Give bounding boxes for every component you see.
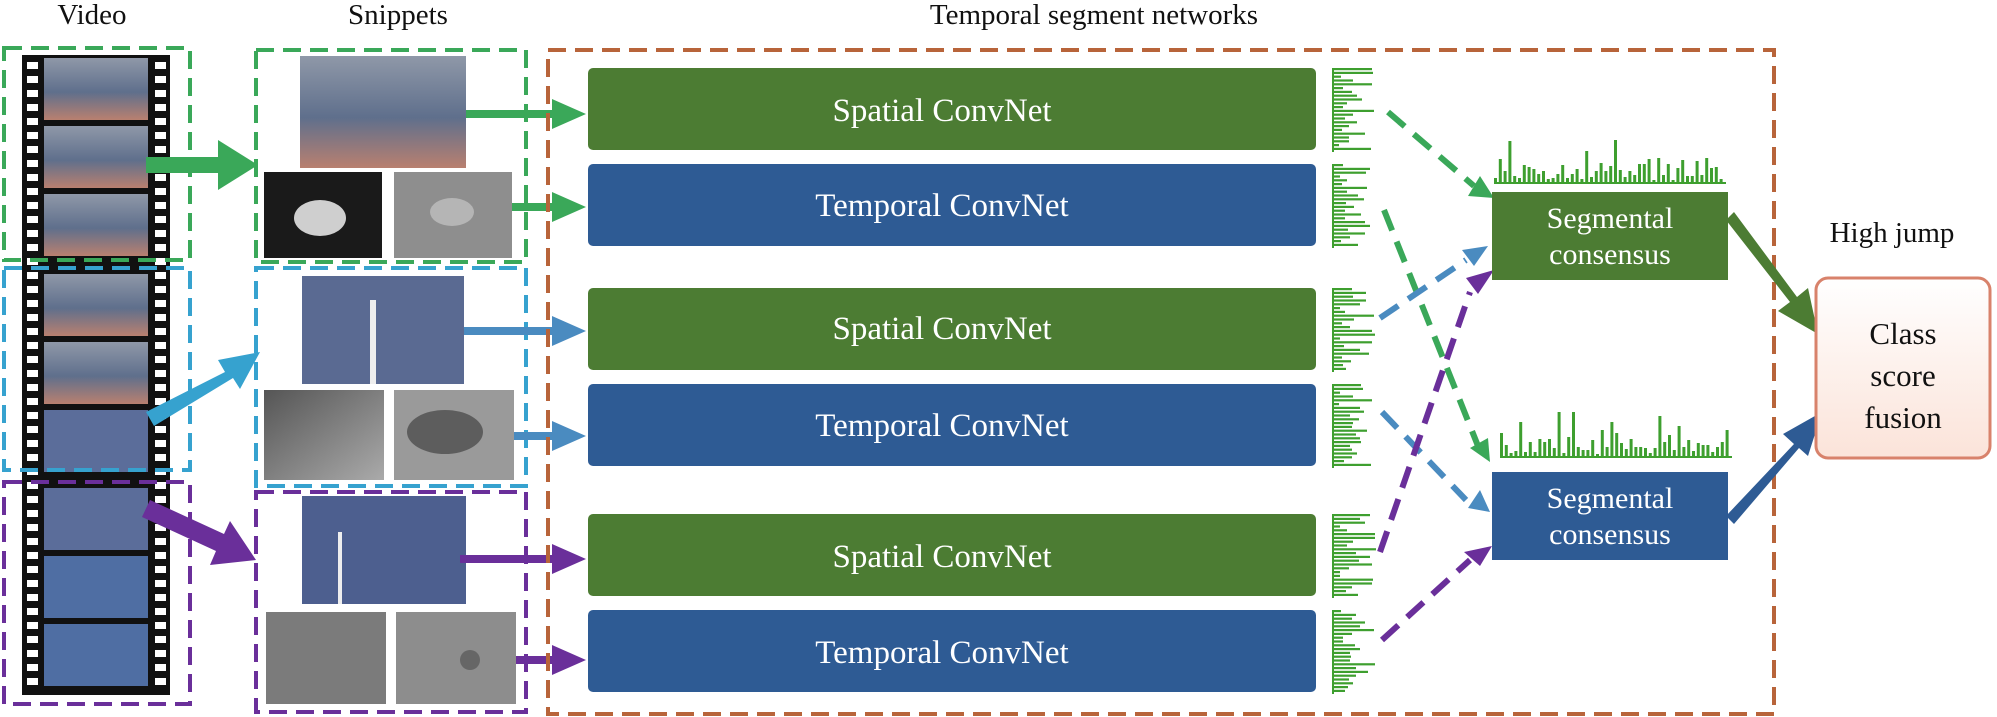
video-frame — [300, 56, 466, 168]
video-frame — [302, 496, 466, 604]
class-score-fusion: Class score fusion — [1814, 276, 1992, 460]
consensus-connections — [1377, 109, 1481, 643]
consensus-label-line1: Segmental — [1547, 202, 1674, 235]
convnet-label: Temporal ConvNet — [815, 408, 1068, 444]
score-histogram-icon — [1494, 140, 1732, 458]
snippet-3-box — [254, 490, 528, 714]
segment-3-arrow — [142, 500, 256, 565]
consensus-arrowheads — [1462, 176, 1494, 566]
convnet-label: Spatial ConvNet — [832, 93, 1051, 129]
video-frame — [302, 276, 464, 384]
snippet-1-box — [254, 48, 528, 264]
video-segment-2-box — [2, 266, 192, 472]
convnet-label: Spatial ConvNet — [832, 311, 1051, 347]
convnet-label: Temporal ConvNet — [815, 635, 1068, 671]
optical-flow-frame — [266, 612, 386, 704]
segmental-consensus-temporal: Segmental consensus — [1492, 472, 1728, 560]
video-frame — [44, 58, 148, 686]
consensus-label-line1: Segmental — [1547, 482, 1674, 515]
segmental-consensus-spatial: Segmental consensus — [1492, 192, 1728, 280]
convnet-block-1: Spatial ConvNet — [588, 68, 1316, 150]
spatial-to-fusion-arrow — [1726, 212, 1818, 334]
convnet-label: Spatial ConvNet — [832, 539, 1051, 575]
convnet-block-3: Spatial ConvNet — [588, 288, 1316, 370]
fusion-line-3: fusion — [1864, 400, 1942, 435]
video-segment-3-box — [2, 480, 192, 706]
fusion-line-1: Class — [1869, 316, 1936, 351]
snippet-to-convnet-arrows — [460, 99, 586, 675]
optical-flow-frame — [264, 390, 384, 480]
segment-2-arrow — [146, 352, 260, 426]
class-label: High jump — [1830, 217, 1955, 249]
snippet-images — [264, 56, 516, 704]
film-strip-icon — [22, 55, 170, 695]
video-heading: Video — [57, 0, 126, 31]
convnet-label: Temporal ConvNet — [815, 188, 1068, 224]
convnet-block-4: Temporal ConvNet — [588, 384, 1316, 466]
consensus-label-line2: consensus — [1549, 518, 1671, 551]
convnet-block-2: Temporal ConvNet — [588, 164, 1316, 246]
temporal-to-fusion-arrow — [1726, 412, 1822, 524]
segment-1-arrow — [146, 140, 258, 190]
convnet-block-5: Spatial ConvNet — [588, 514, 1316, 596]
optical-flow-frame — [396, 612, 516, 704]
snippet-2-box — [254, 266, 528, 488]
tsn-heading: Temporal segment networks — [930, 0, 1258, 31]
video-segment-1-box — [2, 46, 192, 262]
consensus-label-line2: consensus — [1549, 238, 1671, 271]
score-histogram-icon — [1332, 68, 1376, 694]
convnet-block-6: Temporal ConvNet — [588, 610, 1316, 692]
snippets-heading: Snippets — [348, 0, 448, 31]
fusion-line-2: score — [1870, 358, 1935, 393]
